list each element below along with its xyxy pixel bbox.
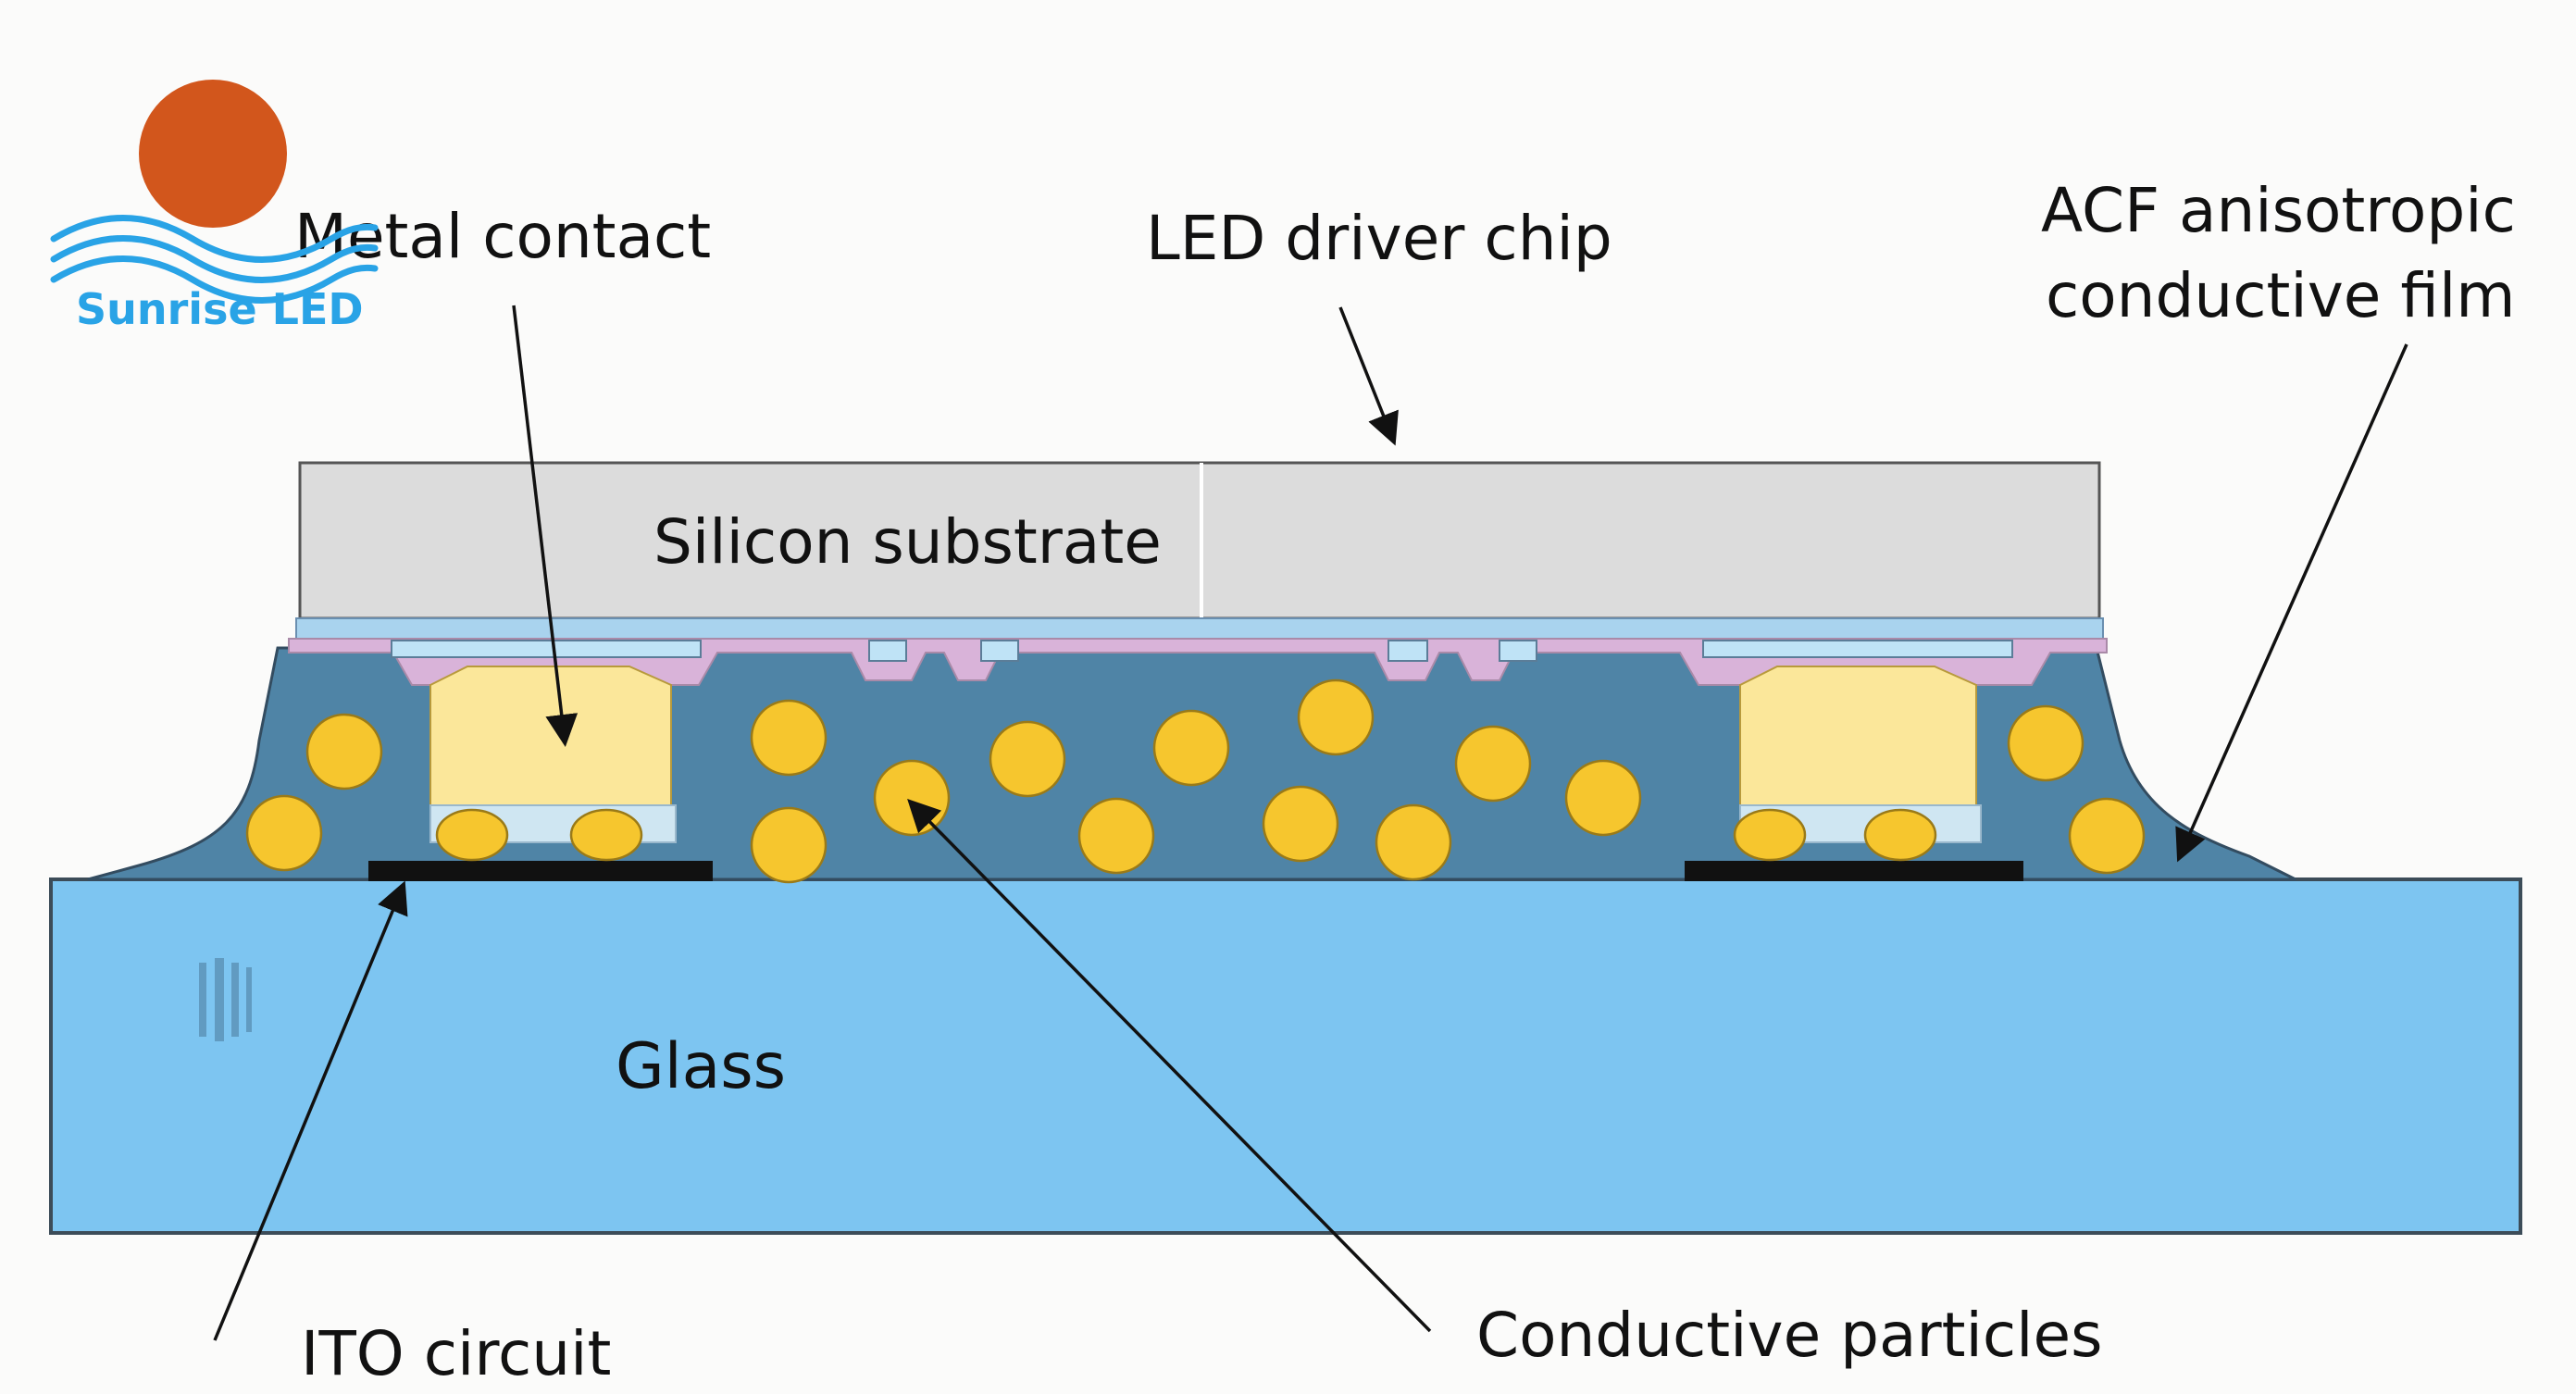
particle-trapped: [1863, 808, 1937, 862]
glass-label: Glass: [616, 1030, 786, 1103]
particle-trapped: [435, 808, 509, 862]
leader-arrows: [213, 305, 2408, 1341]
glass-substrate: [49, 877, 2522, 1235]
arrow-led-driver-chip: [1338, 306, 1399, 446]
particle: [1152, 709, 1230, 787]
passivation-blue-layer: [295, 617, 2104, 640]
particle: [1262, 785, 1339, 863]
particle-trapped: [569, 808, 643, 862]
conductive-particles-label: Conductive particles: [1476, 1300, 2102, 1371]
sunrise-led-logo: Sunrise LED: [50, 80, 379, 334]
metal-contact-bump-right: [1739, 666, 1977, 806]
particle: [1454, 725, 1532, 803]
ito-circuit-right: [1685, 861, 2023, 881]
passivation-openings: [391, 640, 2013, 662]
particle: [1297, 678, 1375, 756]
ito-circuit-left: [368, 861, 713, 881]
silicon-substrate-label: Silicon substrate: [653, 506, 1162, 578]
particle: [305, 713, 383, 790]
ito-circuit-label: ITO circuit: [301, 1318, 611, 1389]
acf-label-line2: conductive film: [2046, 260, 2516, 331]
particle: [989, 720, 1066, 798]
metal-contact-bump-left: [429, 666, 672, 806]
particle: [873, 759, 951, 837]
particle: [750, 699, 828, 777]
particle: [1375, 803, 1452, 881]
arrow-conductive-particles: [907, 799, 1432, 1333]
metal-contact-label: Metal contact: [294, 201, 711, 272]
particle: [750, 806, 828, 884]
logo-wave-icon: [50, 215, 379, 304]
arrow-acf: [2175, 343, 2408, 863]
particle: [2007, 704, 2084, 782]
led-driver-chip-label: LED driver chip: [1146, 203, 1612, 274]
arrow-ito-circuit: [213, 880, 408, 1341]
glass-smudge: [199, 958, 252, 1041]
particle: [1564, 759, 1642, 837]
particle: [1077, 797, 1155, 875]
particle: [245, 794, 323, 872]
conductive-particles: [245, 678, 2146, 884]
particle: [2068, 797, 2146, 875]
arrow-metal-contact: [512, 305, 579, 747]
acf-label-line1: ACF anisotropic: [2041, 175, 2516, 246]
logo-text: Sunrise LED: [76, 284, 364, 334]
logo-sun-icon: [139, 80, 287, 228]
particle-trapped: [1733, 808, 1807, 862]
